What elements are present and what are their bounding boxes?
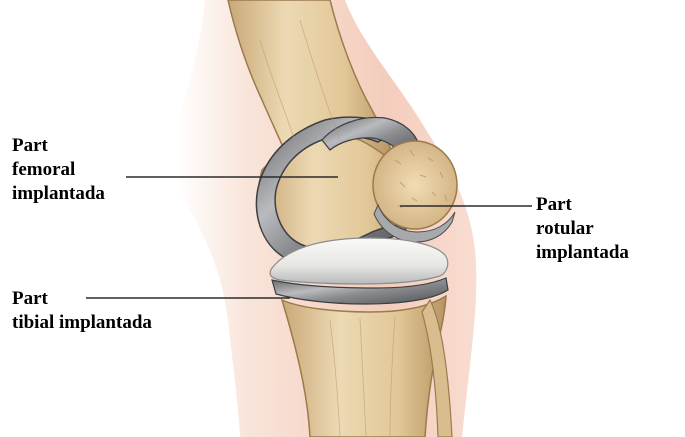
- label-tibial-implant: Part tibial implantada: [12, 287, 152, 335]
- label-rotular-line2: rotular: [536, 217, 629, 241]
- label-tibial-line2: tibial implantada: [12, 311, 152, 335]
- label-rotular-implant: Part rotular implantada: [536, 193, 629, 265]
- label-femoral-line3: implantada: [12, 182, 105, 206]
- label-tibial-line1: Part: [12, 287, 152, 311]
- label-femoral-implant: Part femoral implantada: [12, 134, 105, 206]
- label-femoral-line2: femoral: [12, 158, 105, 182]
- label-rotular-line3: implantada: [536, 241, 629, 265]
- label-rotular-line1: Part: [536, 193, 629, 217]
- label-femoral-line1: Part: [12, 134, 105, 158]
- patella: [373, 141, 457, 229]
